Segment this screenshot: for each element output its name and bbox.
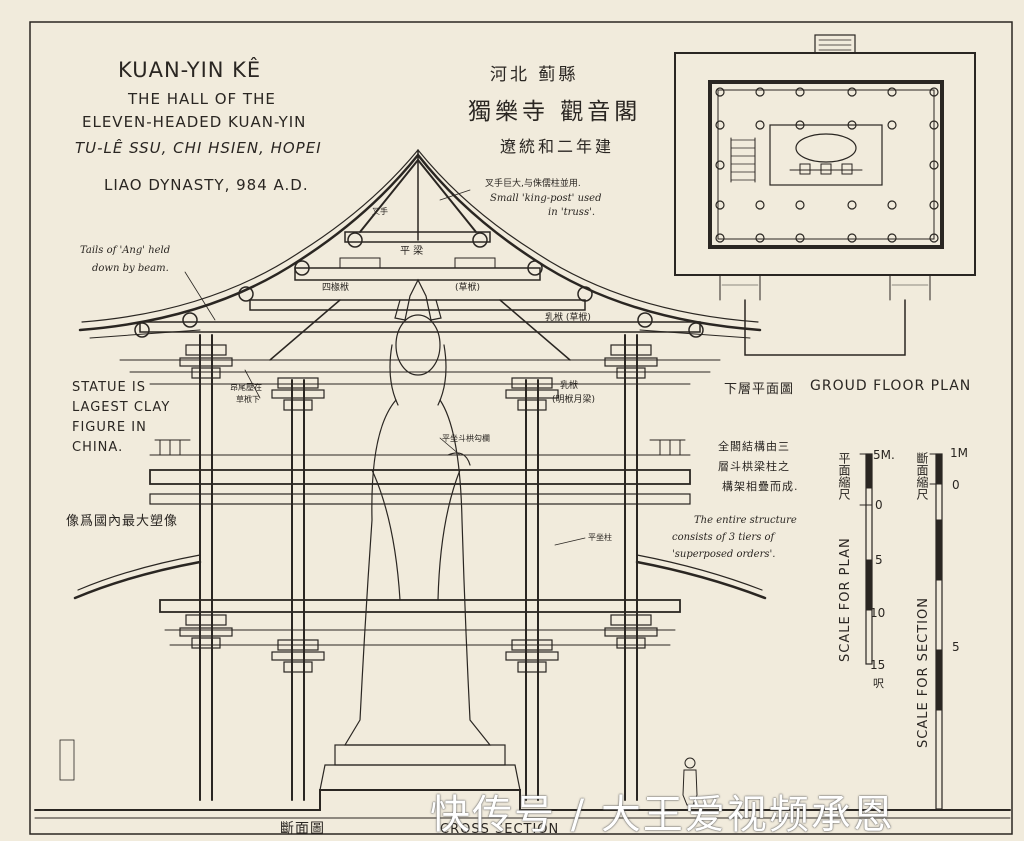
rufu-ming-label-1: 乳栿	[560, 381, 579, 391]
tails-ang-note-1: Tails of 'Ang' held	[80, 245, 171, 256]
rufu-cao-label: 乳栿 (草栿)	[545, 313, 591, 323]
kingpost-note-en-1: Small 'king-post' used	[490, 193, 602, 204]
chashou-label: 叉手	[372, 207, 388, 216]
annotation-leaders	[184, 189, 586, 546]
plan-columns	[715, 87, 939, 243]
plan-scale-bar	[859, 453, 873, 665]
kingpost-note-cn: 叉手巨大,与侏儒柱並用.	[485, 179, 581, 189]
plan-label-cn: 下層平面圖	[724, 382, 795, 397]
plan-altar	[769, 124, 883, 186]
lower-roof-right	[635, 560, 767, 600]
structure-note-cn-3: 構架相疊而成.	[722, 480, 799, 493]
title-dynasty: LIAO DYNASTY, 984 A.D.	[104, 176, 309, 194]
cn-title-line2: 獨樂寺 觀音閣	[468, 99, 642, 125]
ground-floor-plan	[674, 34, 976, 356]
lower-roof-left	[73, 560, 202, 600]
watermark-text: 快传号 / 大王爱视频承恩	[430, 792, 895, 838]
plan-scale-tick-10: 10	[870, 606, 886, 620]
goulan-label: 平坐斗栱勾欄	[442, 434, 490, 443]
structure-note-en-2: consists of 3 tiers of	[672, 532, 775, 543]
structure-note-cn-2: 層斗栱梁柱之	[718, 460, 790, 473]
section-scale-tick-5: 5	[952, 640, 960, 654]
mezzanine-floor	[149, 469, 691, 485]
caofu-label: (草栿)	[455, 283, 481, 293]
plan-scale-tick-5: 5	[875, 553, 883, 567]
statue-note-en: STATUE IS LAGEST CLAY FIGURE IN CHINA.	[72, 380, 171, 455]
plan-scale-top: 5M.	[873, 448, 895, 462]
plan-scale-tick-0: 0	[875, 498, 883, 512]
angwei-label-1: 昂尾壓在	[230, 383, 262, 392]
plan-scale-label-en: SCALE FOR PLAN	[838, 537, 853, 662]
plan-label-en: GROUD FLOOR PLAN	[810, 378, 972, 394]
pingzuo-label: 平坐柱	[588, 533, 612, 542]
section-scale-label-en: SCALE FOR SECTION	[916, 597, 931, 748]
cross-section	[34, 149, 1011, 819]
tails-ang-note-2: down by beam.	[92, 263, 169, 274]
rufu-ming-label-2: (明栿月梁)	[552, 395, 596, 405]
human-figure	[682, 757, 698, 806]
section-scale-bar	[929, 453, 943, 810]
section-scale-label-cn: 斷面縮尺	[915, 452, 929, 500]
section-caption-en: CROSS SECTION	[440, 822, 560, 837]
kingpost-note-en-2: in 'truss'.	[548, 207, 595, 218]
sheet-border	[29, 21, 1013, 835]
cn-title-line3: 遼統和二年建	[500, 137, 615, 156]
cn-title-line1: 河北 蓟縣	[490, 65, 579, 85]
title-subtitle-2: ELEVEN-HEADED KUAN-YIN	[82, 113, 307, 131]
plan-scale-tick-15: 15	[870, 658, 886, 672]
section-scale-top: 1M	[950, 446, 968, 460]
sichuan-label: 四椽栿	[322, 283, 350, 293]
section-caption-cn: 斷面圖	[280, 821, 325, 837]
plan-outer-wall	[708, 80, 944, 249]
plan-scale-label-cn: 平面縮尺	[837, 452, 851, 500]
kuan-yin-statue	[319, 278, 521, 791]
pingliang-label: 平 梁	[400, 246, 424, 257]
title-location: TU-LÊ SSU, CHI HSIEN, HOPEI	[75, 139, 322, 157]
section-scale-tick-0: 0	[952, 478, 960, 492]
upper-storey-floor	[159, 599, 681, 613]
structure-note-en-1: The entire structure	[694, 515, 797, 526]
structure-note-cn-1: 全閣結構由三	[718, 440, 790, 453]
statue-note-cn: 像爲國內最大塑像	[66, 514, 179, 529]
plan-scale-unit: 呎	[873, 677, 884, 690]
angwei-label-2: 草栿下	[236, 395, 260, 404]
structure-note-en-3: 'superposed orders'.	[672, 549, 776, 560]
title-main: KUAN-YIN KÊ	[118, 58, 262, 82]
title-subtitle-1: THE HALL OF THE	[128, 90, 276, 108]
